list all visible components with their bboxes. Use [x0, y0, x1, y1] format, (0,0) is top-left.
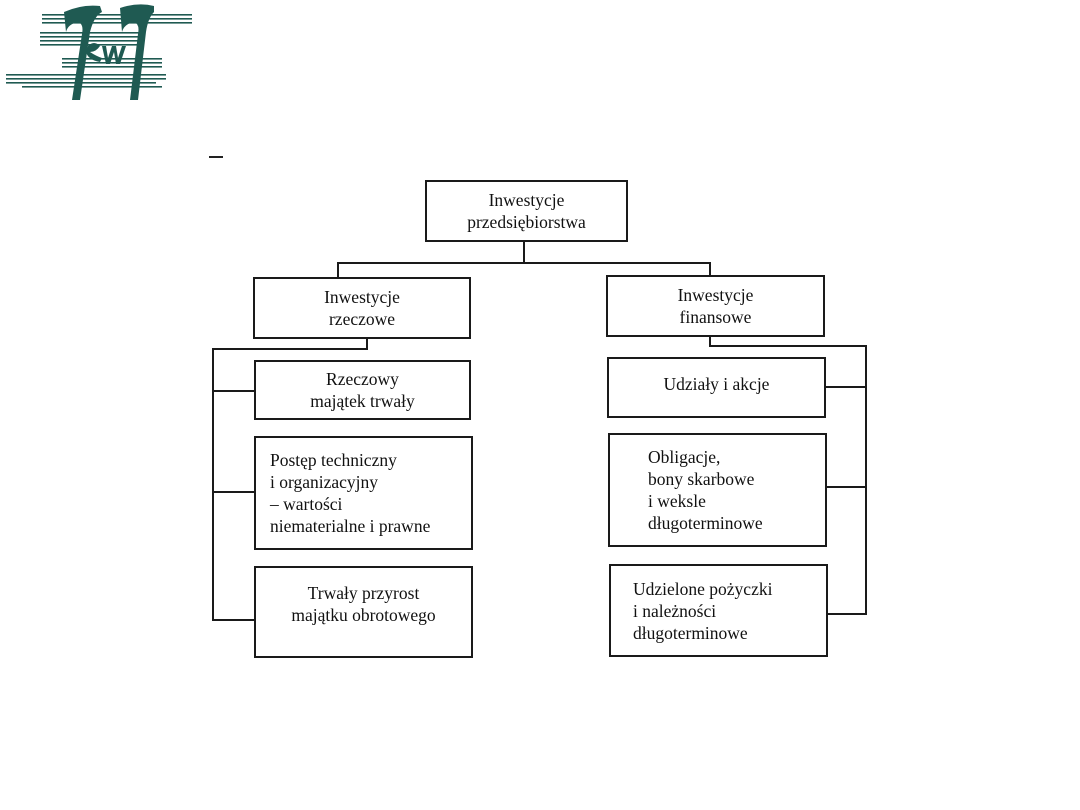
child-line: Udzielone pożyczki: [633, 578, 773, 599]
connector: [212, 491, 254, 493]
connector: [337, 262, 711, 264]
connector: [366, 339, 368, 350]
connector: [212, 619, 254, 621]
child-box-rzeczowy-majatek: Rzeczowy majątek trwały: [254, 360, 471, 420]
root-box: Inwestycje przedsiębiorstwa: [425, 180, 628, 242]
connector: [827, 613, 867, 615]
child-line: i należności: [633, 600, 717, 621]
child-line: bony skarbowe: [648, 469, 755, 489]
branch-line: Inwestycje: [324, 287, 400, 307]
child-line: majątek trwały: [310, 391, 415, 411]
child-box-trwaly-przyrost: Trwały przyrost majątku obrotowego: [254, 566, 473, 658]
root-line-1: Inwestycje: [488, 190, 565, 210]
child-box-udzialy-akcje: Udziały i akcje: [607, 357, 826, 418]
connector: [212, 390, 254, 392]
connector: [709, 345, 867, 347]
connector: [709, 337, 711, 347]
root-line-2: przedsiębiorstwa: [467, 212, 586, 232]
connector: [212, 348, 368, 350]
connector: [825, 386, 867, 388]
branch-box-rzeczowe: Inwestycje rzeczowe: [253, 277, 471, 339]
child-line: – wartości: [270, 494, 343, 514]
branch-line: rzeczowe: [328, 309, 396, 329]
child-box-obligacje: Obligacje, bony skarbowe i weksle długot…: [608, 433, 827, 547]
connector: [826, 486, 867, 488]
connector: [523, 242, 525, 263]
child-line: i weksle: [648, 491, 706, 511]
child-line: Postęp techniczny: [270, 450, 397, 470]
child-box-postep-techniczny: Postęp techniczny i organizacyjny – wart…: [254, 436, 473, 550]
child-line: Rzeczowy: [326, 369, 399, 389]
child-line: Obligacje,: [648, 447, 721, 467]
child-line: niematerialne i prawne: [270, 516, 431, 536]
child-box-udzielone-pozyczki: Udzielone pożyczki i należności długoter…: [609, 564, 828, 657]
child-line: Udziały i akcje: [663, 374, 770, 394]
connector: [709, 262, 711, 276]
scan-artifact: [209, 156, 223, 158]
child-line: i organizacyjny: [270, 472, 379, 492]
connector: [337, 262, 339, 278]
child-line: Trwały przyrost: [307, 583, 420, 603]
child-line: długoterminowe: [648, 513, 763, 533]
connector: [865, 345, 867, 615]
child-line: majątku obrotowego: [291, 605, 436, 625]
child-line: długoterminowe: [633, 622, 748, 643]
connector: [212, 348, 214, 621]
branch-line: finansowe: [679, 307, 752, 327]
branch-line: Inwestycje: [677, 285, 754, 305]
logo-icon: [6, 4, 192, 101]
branch-box-finansowe: Inwestycje finansowe: [606, 275, 825, 337]
